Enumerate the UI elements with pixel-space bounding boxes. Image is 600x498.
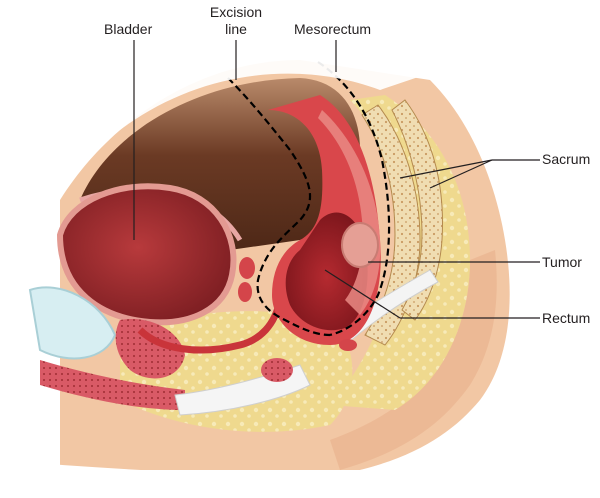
mesorectum-dashed: [317, 61, 391, 337]
penile-shaft: [40, 360, 185, 410]
rectum-callout-a: [324, 269, 401, 319]
label-rectum: Rectum: [542, 310, 591, 326]
label-excision-line-1: Excision: [209, 4, 263, 20]
callout-lines: [133, 40, 540, 319]
label-sacrum: Sacrum: [542, 151, 591, 167]
top-left-white: [0, 0, 600, 240]
label-bladder: Bladder: [104, 21, 153, 37]
prostate: [115, 319, 185, 379]
sacrum-callout-a: [399, 159, 493, 179]
sacrum-callout-b: [429, 159, 493, 189]
right-white: [470, 0, 600, 440]
urethra: [137, 299, 284, 354]
label-tumor: Tumor: [542, 254, 582, 270]
label-excision-line-2: line: [225, 21, 247, 37]
bladder-shape: [56, 183, 237, 326]
label-excision-line: Excision line: [203, 4, 269, 38]
sacrum-bone-2: [391, 99, 443, 321]
tumor-mass: [341, 222, 379, 268]
label-mesorectum: Mesorectum: [294, 21, 372, 37]
seminal-vesicle-1: [239, 257, 255, 279]
body-skin-shadow: [330, 250, 497, 470]
excision-line-dashed: [227, 77, 331, 337]
sphincter-knob: [261, 358, 293, 382]
anal-knob: [339, 339, 357, 351]
pubic-symphysis: [28, 286, 117, 360]
bottom-white: [0, 440, 600, 498]
seminal-vesicle-2: [238, 282, 252, 302]
